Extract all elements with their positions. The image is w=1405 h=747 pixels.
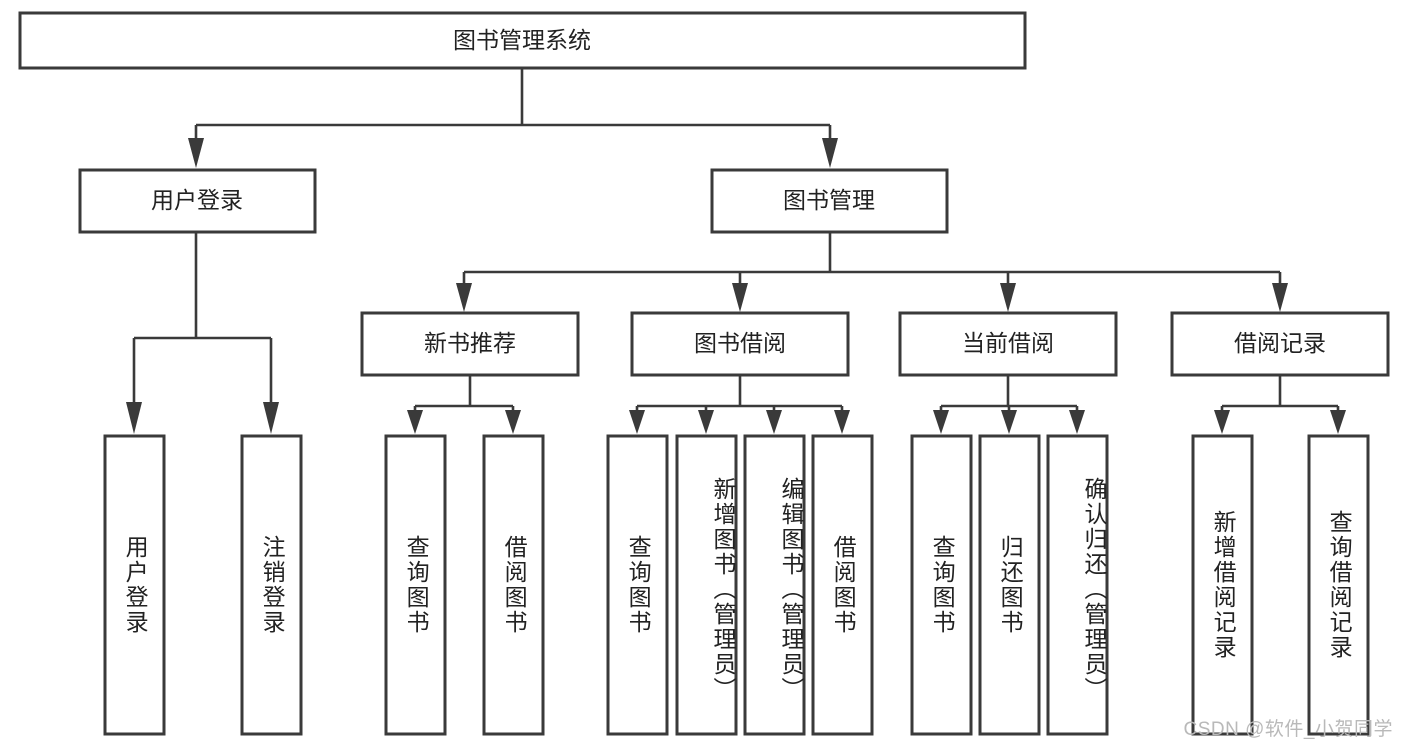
connector-group-book-borrow [629, 375, 850, 434]
node-label-book-borrow: 图书借阅 [694, 330, 786, 356]
node-box-leaf-query-book-1[interactable] [384, 434, 447, 736]
node-box-leaf-query-book-3[interactable] [910, 434, 973, 736]
node-box-leaf-query-record[interactable] [1307, 434, 1370, 736]
node-label-current-borrow: 当前借阅 [962, 330, 1054, 356]
arrow-head-leaf-query-book-1 [407, 410, 423, 434]
node-box-leaf-edit-book[interactable] [743, 434, 806, 736]
arrow-head-current-borrow [1000, 283, 1016, 312]
arrow-head-leaf-query-record [1330, 410, 1346, 434]
node-box-leaf-user-login[interactable] [103, 434, 166, 736]
arrow-head-leaf-user-logout [263, 402, 279, 434]
connector-group-new-book-recommend [407, 375, 521, 434]
node-box-leaf-borrow-book-1[interactable] [482, 434, 545, 736]
arrow-head-leaf-user-login [126, 402, 142, 434]
node-box-root[interactable] [18, 11, 1027, 70]
arrow-head-new-book-recommend [456, 283, 472, 312]
node-box-leaf-return-book[interactable] [978, 434, 1041, 736]
node-label-borrow-record: 借阅记录 [1234, 330, 1326, 356]
node-label-book-manage: 图书管理 [783, 187, 875, 213]
arrow-head-leaf-add-book [698, 410, 714, 434]
node-label-user-login: 用户登录 [151, 187, 243, 213]
arrow-head-leaf-borrow-book-1 [505, 410, 521, 434]
arrow-head-leaf-edit-book [766, 410, 782, 434]
node-box-borrow-record[interactable] [1170, 311, 1390, 377]
node-box-leaf-query-book-2[interactable] [606, 434, 669, 736]
node-box-book-manage[interactable] [710, 168, 949, 234]
node-box-leaf-user-logout[interactable] [240, 434, 303, 736]
node-box-current-borrow[interactable] [898, 311, 1118, 377]
connector-group-borrow-record [1214, 375, 1346, 434]
node-box-leaf-add-record[interactable] [1191, 434, 1254, 736]
arrow-head-book-borrow [732, 283, 748, 312]
connector-group-user-login [126, 232, 279, 434]
arrow-head-borrow-record [1272, 283, 1288, 312]
node-box-leaf-borrow-book-2[interactable] [811, 434, 874, 736]
csdn-watermark: CSDN @软件_小贺同学 [1183, 719, 1393, 740]
arrow-head-leaf-query-book-3 [933, 410, 949, 434]
node-label-new-book-recommend: 新书推荐 [424, 330, 516, 356]
node-box-leaf-confirm-return[interactable] [1046, 434, 1109, 736]
connector-group-book-manage [456, 232, 1288, 312]
node-box-book-borrow[interactable] [630, 311, 850, 377]
node-label-root: 图书管理系统 [453, 27, 591, 53]
connector-group-root [188, 68, 838, 168]
connector-group-current-borrow [933, 375, 1085, 434]
arrow-head-leaf-add-record [1214, 410, 1230, 434]
arrow-head-leaf-borrow-book-2 [834, 410, 850, 434]
arrow-head-user-login [188, 138, 204, 168]
node-box-leaf-add-book[interactable] [675, 434, 738, 736]
node-box-new-book-recommend[interactable] [360, 311, 580, 377]
arrow-head-leaf-confirm-return [1069, 410, 1085, 434]
arrow-head-book-manage [822, 138, 838, 168]
arrow-head-leaf-query-book-2 [629, 410, 645, 434]
node-box-user-login[interactable] [78, 168, 317, 234]
arrow-head-leaf-return-book [1001, 410, 1017, 434]
